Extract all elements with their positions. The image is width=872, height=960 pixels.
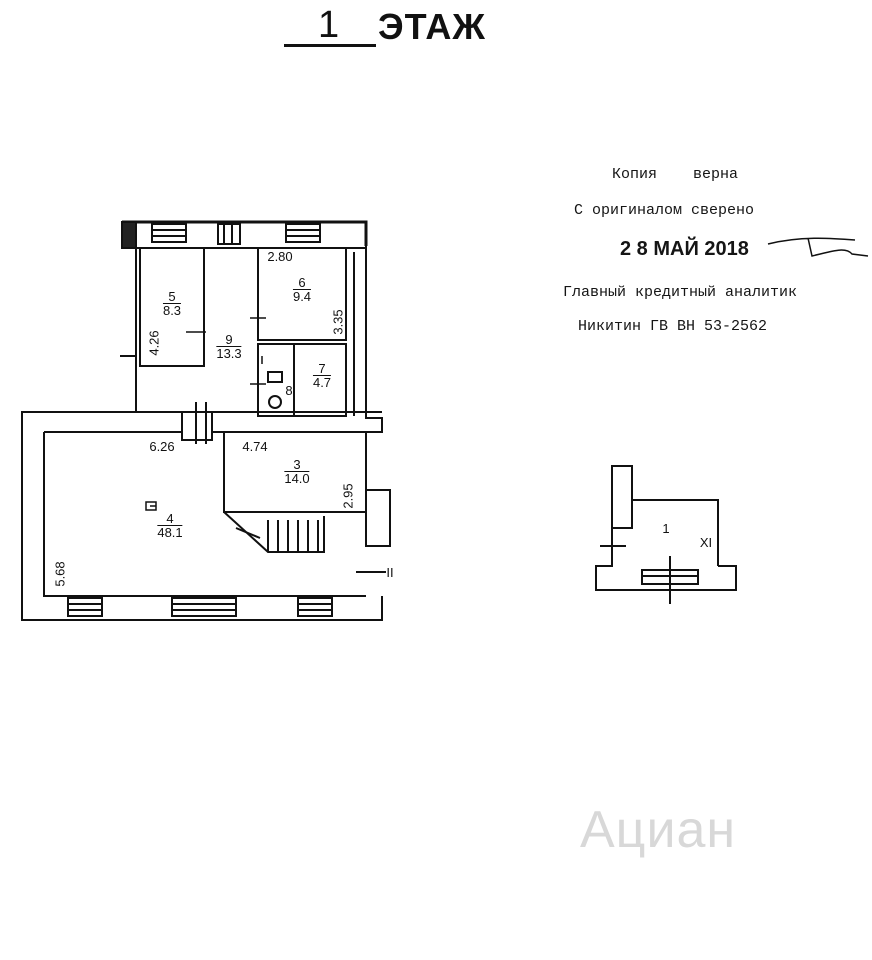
room-7-label: 7 4.7 [312, 362, 332, 390]
small-room-1-number: 1 [662, 521, 670, 536]
room-4-area: 48.1 [157, 525, 183, 540]
floor-title: ЭТАЖ [378, 6, 486, 47]
watermark-logo: Ациан [580, 801, 737, 859]
room-4-number: 4 [157, 512, 183, 526]
dim-3-35: 3.35 [330, 309, 346, 335]
room-7-area: 4.7 [312, 375, 332, 390]
mark-xi: XI [699, 535, 713, 550]
room-6-number: 6 [292, 276, 312, 290]
title-underline [284, 44, 376, 47]
stamp-name: Никитин ГВ ВН 53-2562 [578, 318, 768, 335]
stamp-date: 2 8 МАЙ 2018 [620, 238, 749, 260]
room-9-area: 13.3 [216, 346, 242, 361]
room-5-label: 5 8.3 [162, 290, 182, 318]
stamp-position: Главный кредитный аналитик [563, 284, 798, 301]
room-8-label: 8 [285, 384, 292, 397]
signature-mark [767, 237, 869, 257]
dim-4-74: 4.74 [242, 439, 268, 454]
room-6-area: 9.4 [292, 289, 312, 304]
small-room-1-label: 1 [662, 522, 669, 535]
stamp-copy-line: Копия верна [612, 166, 739, 183]
room-5-area: 8.3 [162, 303, 182, 318]
room-5-number: 5 [162, 290, 182, 304]
room-8-number: 8 [285, 383, 293, 398]
dim-2-80: 2.80 [267, 249, 293, 264]
room-4-label: 4 48.1 [157, 512, 183, 540]
room-9-label: 9 13.3 [216, 333, 242, 361]
room-7-number: 7 [312, 362, 332, 376]
dim-4-26: 4.26 [146, 330, 162, 356]
floor-number: 1 [318, 4, 340, 46]
room-6-label: 6 9.4 [292, 276, 312, 304]
room-3-label: 3 14.0 [284, 458, 310, 486]
dim-6-26: 6.26 [149, 439, 175, 454]
dim-5-68: 5.68 [52, 561, 68, 587]
mark-ii: II [386, 565, 394, 580]
room-3-area: 14.0 [284, 471, 310, 486]
room-3-number: 3 [284, 458, 310, 472]
room-9-number: 9 [216, 333, 242, 347]
dim-2-95: 2.95 [340, 483, 356, 509]
stamp-verified-line: С оригиналом сверено [574, 202, 755, 219]
